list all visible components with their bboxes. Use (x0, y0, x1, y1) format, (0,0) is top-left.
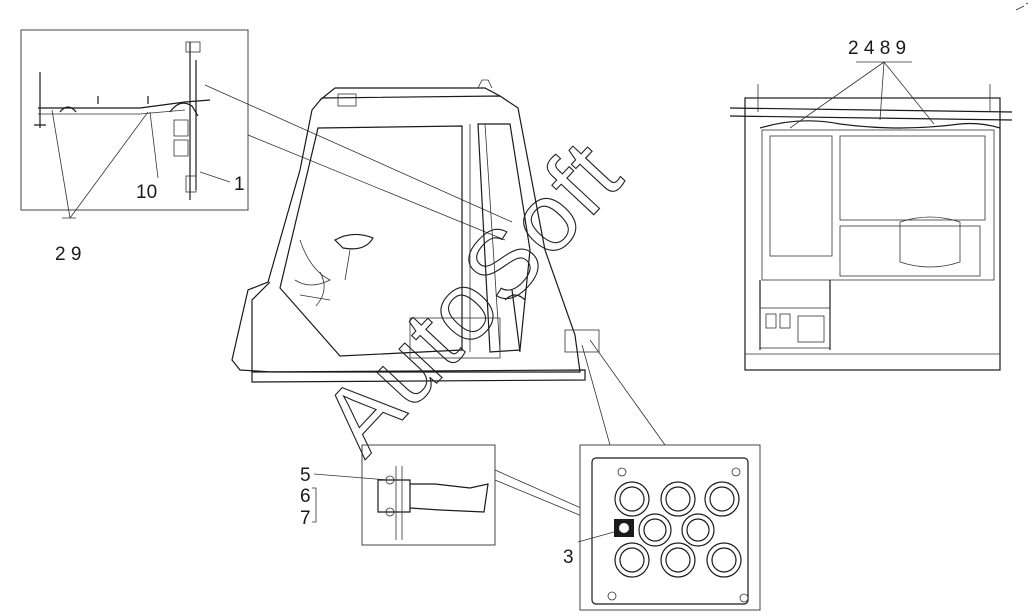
socket-1-inner (619, 486, 645, 512)
cab-shell (231, 95, 581, 373)
rear-upper-panel (839, 135, 986, 221)
harness-bottom-plug (185, 175, 197, 193)
socket-5 (681, 513, 715, 547)
socket-3-inner (709, 486, 735, 512)
plate-hole-3 (607, 591, 617, 601)
zoom-lines-plate (581, 339, 666, 446)
socket-4 (638, 513, 672, 547)
leaders-567 (312, 473, 389, 523)
corner-mark (1015, 2, 1029, 11)
pillar-lines (469, 123, 501, 353)
socket-8-inner (711, 547, 737, 573)
roof-rail-line (38, 99, 211, 109)
rail-clips (59, 96, 149, 113)
connector-bundle (169, 102, 199, 117)
rear-lower-walls (759, 280, 831, 350)
socket-7 (660, 542, 696, 578)
front-window (279, 125, 463, 357)
connector-plate-detail: 3 (563, 444, 761, 611)
socket-3 (704, 481, 740, 517)
connector-clamp-detail: 5 6 7 (300, 444, 496, 546)
plate-outline (591, 457, 749, 605)
socket-6 (614, 542, 650, 578)
plate-hole-2 (731, 467, 741, 477)
socket-2 (660, 481, 696, 517)
leader-1 (199, 171, 231, 183)
harness-top-plug (185, 41, 201, 53)
callout-2489: 2 4 8 9 (848, 38, 906, 59)
rear-left-panel (769, 135, 833, 257)
socket-8 (706, 542, 742, 578)
callout-29: 2 9 (55, 244, 81, 265)
cable-sleeve (409, 483, 489, 513)
roof-beam (729, 107, 1013, 121)
leader-3 (577, 531, 615, 543)
socket-5-inner (686, 518, 710, 542)
rear-fuse-box (759, 307, 831, 349)
roof-harness (759, 120, 1001, 129)
top-left-detail-frame (20, 29, 249, 211)
socket-7-inner (665, 547, 691, 573)
plate-frame (579, 444, 761, 611)
callout-10: 10 (136, 182, 157, 203)
roof-hook (477, 79, 493, 89)
callout-7: 7 (300, 508, 311, 529)
fuse-block-b (173, 139, 189, 157)
clamp-detail-frame (361, 444, 496, 546)
cab-main-view (231, 79, 600, 383)
callout-1: 1 (234, 174, 245, 195)
cab-left-edge (251, 281, 271, 372)
mount-rod (395, 466, 403, 540)
rear-window (761, 129, 995, 281)
leader-29 (51, 109, 149, 219)
roof-posts (757, 84, 991, 112)
socket-1 (614, 481, 650, 517)
steering-wheel (334, 233, 374, 250)
relay-block (797, 315, 825, 343)
zoom-lines-top-left (204, 84, 513, 241)
vertical-harness (189, 42, 197, 200)
leader-2489 (789, 61, 935, 129)
socket-2-inner (665, 486, 691, 512)
screw-7 (385, 507, 395, 517)
rear-frame (744, 97, 1001, 371)
top-right-rear-view: 2 4 8 9 (729, 38, 1013, 371)
door-handle-area (504, 289, 526, 353)
cab-floor-base (251, 369, 586, 383)
plate-hole-4 (739, 593, 749, 603)
top-left-detail: 10 1 2 9 (20, 29, 249, 265)
small-connector-face (619, 523, 629, 533)
seat-outline (299, 271, 331, 307)
connector-plate-mount (564, 329, 600, 353)
base-compartment (409, 317, 501, 359)
clamp-body (377, 479, 411, 513)
left-post (34, 72, 46, 128)
leader-10 (149, 111, 159, 179)
steering-column (294, 239, 351, 286)
seat-back (839, 225, 981, 277)
fuse-2 (779, 313, 791, 329)
watermark: AutoSoft (302, 120, 642, 474)
socket-6-inner (619, 547, 645, 573)
seat-headrest (899, 216, 961, 268)
socket-4-inner (643, 518, 667, 542)
callout-5: 5 (300, 465, 311, 486)
fuse-1 (765, 313, 777, 329)
roof-lamp (337, 93, 357, 107)
plate-hole-1 (617, 467, 627, 477)
cab-roof (319, 87, 501, 101)
fuse-block-a (173, 119, 189, 137)
callout-3: 3 (563, 547, 574, 568)
callout-6: 6 (300, 486, 311, 507)
